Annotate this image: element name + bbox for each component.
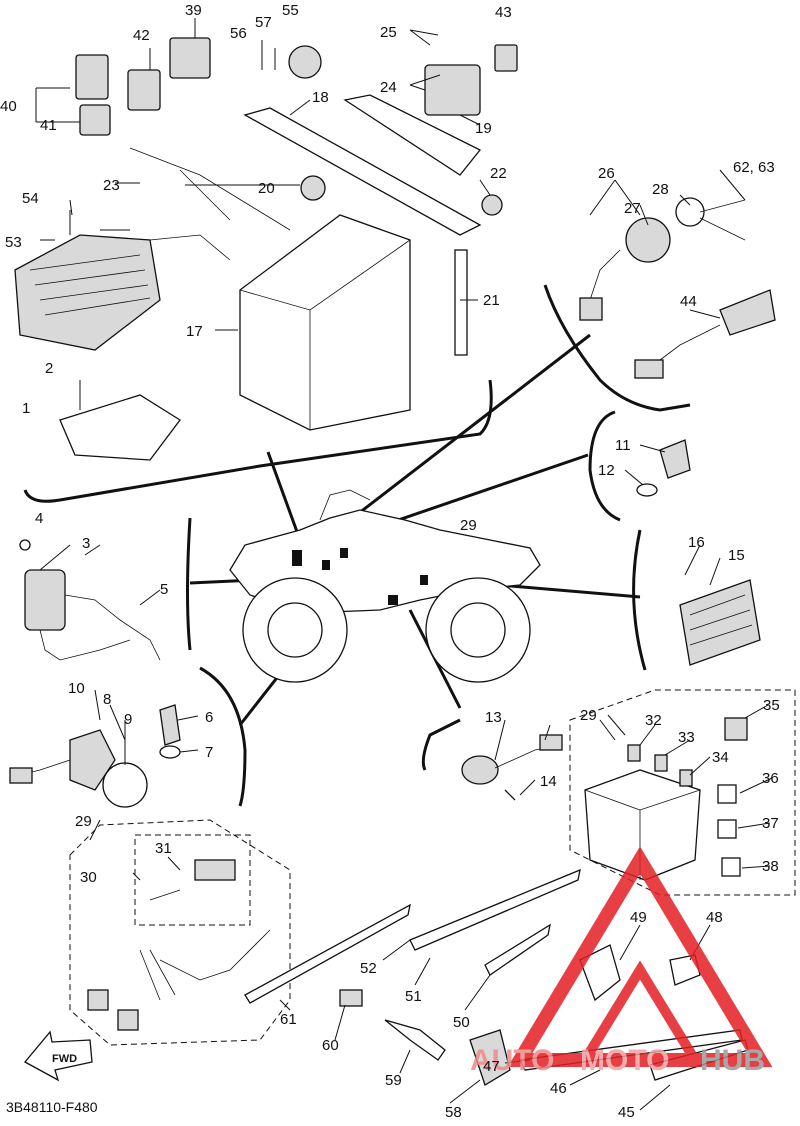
part-label: 5 (160, 581, 168, 598)
part-label: 58 (445, 1104, 462, 1121)
part-label: 47 (483, 1058, 500, 1075)
diagram-code: 3B48110-F480 (6, 1099, 98, 1115)
part-label: 8 (103, 691, 111, 708)
ecu-unit (14, 210, 231, 351)
part-label: 51 (405, 988, 422, 1005)
part-label: 31 (155, 840, 172, 857)
battery-bands (129, 94, 503, 356)
part-label: 29 (460, 517, 477, 534)
part-label: 62, 63 (733, 159, 775, 176)
part-label: 42 (133, 27, 150, 44)
cdi-unit (59, 380, 181, 461)
part-label: 56 (230, 25, 247, 42)
watermark-logo: AUTO MOTO HUB (470, 846, 773, 1077)
part-label: 59 (385, 1072, 402, 1089)
part-label: 43 (495, 4, 512, 21)
part-label: 54 (22, 190, 39, 207)
fwd-arrow-icon: FWD (23, 1030, 93, 1082)
rectifier-regulator (679, 579, 761, 666)
part-label: 11 (615, 437, 631, 454)
part-label: 39 (185, 2, 202, 19)
part-label: 49 (630, 909, 647, 926)
part-label: 22 (490, 165, 507, 182)
battery (215, 214, 411, 431)
part-label: 18 (312, 89, 329, 106)
part-label: 20 (258, 180, 275, 197)
part-label: 53 (5, 234, 22, 251)
part-label: 25 (380, 24, 397, 41)
part-label: 21 (483, 292, 500, 309)
part-label: 26 (598, 165, 615, 182)
part-label: 33 (678, 729, 695, 746)
part-label: 27 (624, 200, 641, 217)
part-label: 2 (45, 360, 53, 377)
part-label: 15 (728, 547, 745, 564)
wire-harness (69, 819, 291, 1046)
speed-sensor (9, 704, 181, 808)
part-label: 41 (40, 117, 57, 134)
part-label: 30 (80, 869, 97, 886)
part-label: 7 (205, 744, 213, 761)
part-label: 45 (618, 1104, 635, 1121)
part-label: 44 (680, 293, 697, 310)
part-label: 52 (360, 960, 377, 977)
part-label: 12 (598, 462, 615, 479)
part-label: 19 (475, 120, 492, 137)
part-label: 29 (580, 707, 597, 724)
part-label: 50 (453, 1014, 470, 1031)
part-label: 1 (22, 400, 30, 417)
main-switch (579, 197, 746, 321)
ignition-coil (19, 539, 161, 661)
dc-socket (634, 289, 776, 379)
part-label: 6 (205, 709, 213, 726)
part-label: 16 (688, 534, 705, 551)
watermark-text-b: MOTO (580, 1044, 669, 1077)
part-label: 3 (82, 535, 90, 552)
part-label: 61 (280, 1011, 297, 1028)
part-label: 48 (706, 909, 723, 926)
atv-outline (229, 489, 541, 683)
watermark-text-c: HUB (700, 1044, 765, 1077)
part-label: 55 (282, 2, 299, 19)
part-label: 40 (0, 98, 17, 115)
relay-top-center (261, 40, 518, 116)
part-labels: 1 2 3 4 5 6 7 8 9 10 11 12 13 14 15 16 1… (0, 2, 780, 1121)
starter-relay (461, 734, 563, 801)
part-label: 28 (652, 181, 669, 198)
watermark-text-a: AUTO (470, 1044, 554, 1077)
part-label: 29 (75, 813, 92, 830)
part-label: 38 (762, 858, 779, 875)
thermo-switch (636, 439, 691, 497)
part-label: 32 (645, 712, 662, 729)
part-label: 46 (550, 1080, 567, 1097)
part-label: 14 (540, 773, 557, 790)
part-label: 23 (103, 177, 120, 194)
part-label: 4 (35, 510, 43, 527)
part-label: 9 (124, 711, 132, 728)
part-label: 37 (762, 815, 779, 832)
part-label: 34 (712, 749, 729, 766)
part-label: 35 (763, 697, 780, 714)
part-label: 36 (762, 770, 779, 787)
part-label: 60 (322, 1037, 339, 1054)
part-label: 57 (255, 14, 272, 31)
part-label: 10 (68, 680, 85, 697)
part-label: 24 (380, 79, 397, 96)
leader-lines (39, 29, 773, 1111)
relay-group-top-left (35, 18, 211, 136)
part-label: 17 (186, 323, 203, 340)
fwd-label: FWD (52, 1053, 77, 1065)
part-label: 13 (485, 709, 502, 726)
